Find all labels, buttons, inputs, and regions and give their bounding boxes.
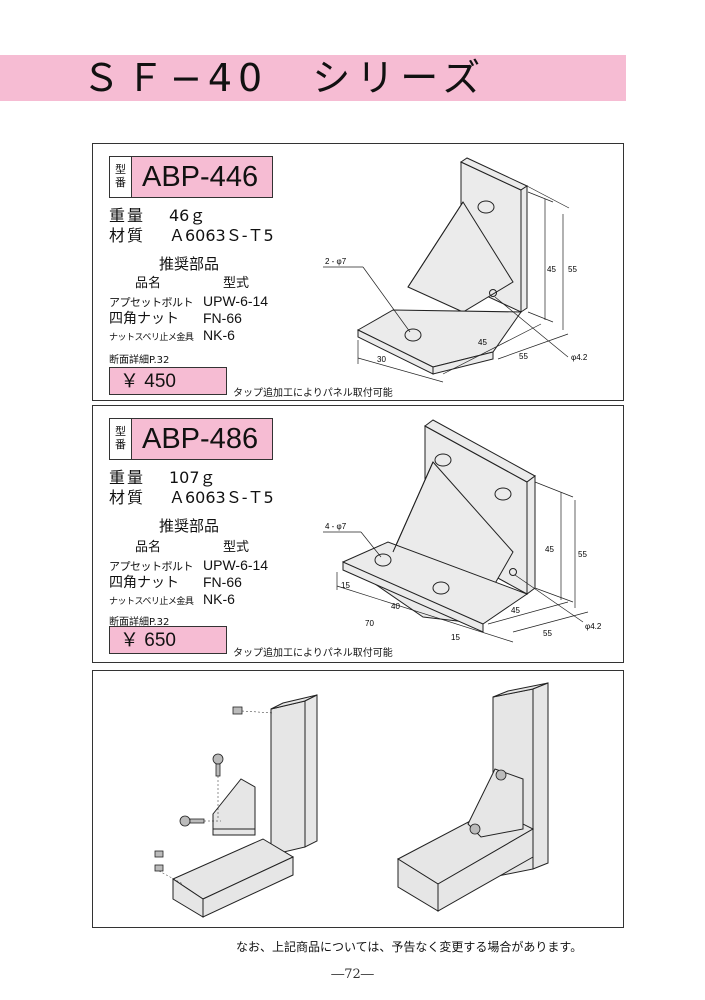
part-model: UPW-6-14 [203,293,269,309]
page-number: ―72― [331,967,374,982]
col-model-header: 型式 [223,540,250,555]
dim-70: 70 [365,619,374,628]
tap-note: タップ追加工によりパネル取付可能 [233,388,393,399]
dim-15-b: 15 [451,633,460,642]
part-row: アプセットボルト UPW-6-14 [109,557,268,575]
dim-45-horizontal: 45 [511,606,520,615]
dim-phi: φ4.2 [571,353,588,362]
col-name-header: 品名 [135,540,162,555]
dim-45-vertical: 45 [545,545,554,554]
dim-30: 30 [377,355,386,364]
weight-label: 重量 [109,468,146,487]
detail-reference: 断面詳細P.32 [109,617,170,628]
dim-55-horizontal: 55 [543,629,552,638]
product-panel-abp-486: 型番 ABP-486 重量 107ｇ 材質 Ａ6063Ｓ-Ｔ5 推奨部品 品名 型式… [92,405,624,663]
col-model-header: 型式 [223,276,250,291]
bracket-drawing-abp-446: 2 - φ7 45 55 30 45 55 φ4.2 [323,157,588,383]
type-label: 型番 [110,419,132,459]
assembly-panel [92,670,624,928]
part-name: アプセットボルト [109,296,194,309]
material-row: 材質 Ａ6063Ｓ-Ｔ5 [109,488,274,507]
dim-55-vertical: 55 [568,265,577,274]
dim-phi: φ4.2 [585,622,602,631]
part-name: ナットスベリ止メ金具 [109,333,194,343]
title-band: ＳＦ−40 シリーズ [0,55,626,101]
weight-row: 重量 107ｇ [109,468,216,487]
weight-label: 重量 [109,206,146,225]
part-row: 四角ナット FN-66 [109,310,242,328]
assembly-exploded-view [154,694,318,918]
dim-hole: 4 - φ7 [325,522,347,531]
dim-55-vertical: 55 [578,550,587,559]
model-code: ABP-446 [142,161,259,193]
part-row: ナットスベリ止メ金具 NK-6 [109,327,235,346]
part-name: 四角ナット [109,311,179,327]
dim-hole: 2 - φ7 [325,257,347,266]
dim-45-horizontal: 45 [478,338,487,347]
recommended-title: 推奨部品 [159,517,220,535]
part-model: FN-66 [203,574,242,590]
part-model: FN-66 [203,310,242,326]
part-name: アプセットボルト [109,560,194,573]
dim-55-horizontal: 55 [519,352,528,361]
part-name: ナットスベリ止メ金具 [109,597,194,607]
bracket-drawing-abp-486: 4 - φ7 45 55 15 40 70 15 45 55 φ4.2 [323,419,602,643]
material-row: 材質 Ａ6063Ｓ-Ｔ5 [109,226,274,245]
dim-45-vertical: 45 [547,265,556,274]
material-value: Ａ6063Ｓ-Ｔ5 [169,226,274,245]
price-box: ￥ 650 [109,626,227,654]
weight-row: 重量 46ｇ [109,206,205,225]
type-label: 型番 [110,157,132,197]
part-row: アプセットボルト UPW-6-14 [109,293,268,311]
material-label: 材質 [109,226,146,245]
tap-note: タップ追加工によりパネル取付可能 [233,648,393,659]
part-model: NK-6 [203,591,235,607]
part-model: NK-6 [203,327,235,343]
col-name-header: 品名 [135,276,162,291]
dim-40: 40 [391,602,400,611]
material-label: 材質 [109,488,146,507]
part-model: UPW-6-14 [203,557,269,573]
recommended-title: 推奨部品 [159,255,220,273]
price-box: ￥ 450 [109,367,227,395]
part-row: ナットスベリ止メ金具 NK-6 [109,591,235,610]
part-row: 四角ナット FN-66 [109,574,242,592]
footer-note: なお、上記商品については、予告なく変更する場合があります。 [236,940,583,954]
part-name: 四角ナット [109,575,179,591]
assembly-completed-view [396,682,549,912]
weight-value: 107ｇ [169,468,216,487]
weight-value: 46ｇ [169,206,206,225]
model-tag: 型番 ABP-446 [109,156,273,198]
model-tag: 型番 ABP-486 [109,418,273,460]
dim-15-a: 15 [341,581,350,590]
model-code: ABP-486 [142,423,259,455]
page-title: ＳＦ−40 シリーズ [82,56,487,100]
material-value: Ａ6063Ｓ-Ｔ5 [169,488,274,507]
detail-reference: 断面詳細P.32 [109,355,170,366]
